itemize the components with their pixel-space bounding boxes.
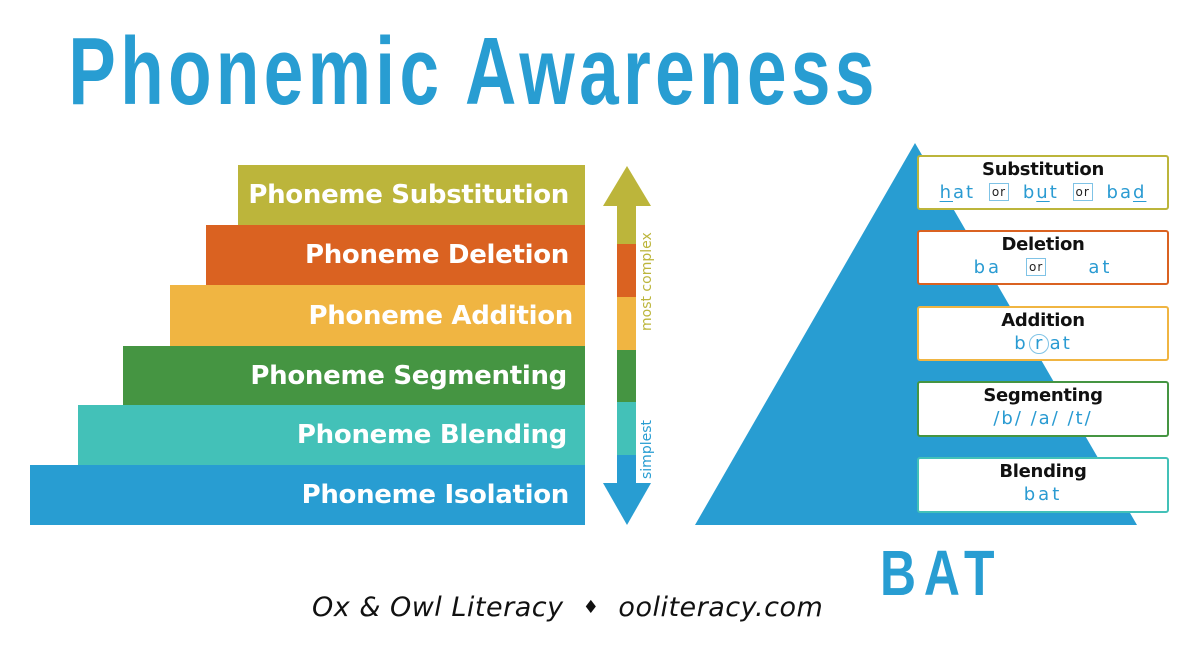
bar-label: Phoneme Addition [308,300,573,331]
substituted-letter: d [1132,182,1147,203]
arrow-down-head-icon [603,483,651,525]
website-link[interactable]: ooliteracy.com [618,592,824,623]
box-deletion: Deletion ba or at [917,230,1169,285]
substituted-letter: h [939,182,953,203]
bar-label: Phoneme Deletion [304,240,569,270]
brand-name: Ox & Owl Literacy [312,592,564,623]
arrow-segment-orange [617,244,636,297]
deletion-examples: ba or at [919,256,1167,280]
word-part: at [953,182,976,203]
word-part: at [1088,257,1113,278]
word-part: at [1049,333,1072,354]
segmenting-examples: /b/ /a/ /t/ [993,408,1093,429]
footer-credit: Ox & Owl Literacy ♦ ooliteracy.com [312,592,852,623]
arrow-segment-olive [617,205,636,244]
or-label: or [1072,183,1093,201]
box-segmenting: Segmenting /b/ /a/ /t/ [917,381,1169,437]
or-label: or [1026,258,1047,276]
arrow-segment-yellow [617,297,636,350]
box-title: Substitution [982,159,1104,180]
word-part: b [1014,333,1028,354]
diamond-separator-icon: ♦ [582,597,600,618]
box-title: Addition [1001,310,1085,331]
box-title: Blending [999,461,1087,482]
box-substitution: Substitution hat or but or bad [917,155,1169,210]
bar-label: Phoneme Isolation [301,480,570,510]
word-part: t [1049,182,1059,203]
box-blending: Blending bat [917,457,1169,513]
page-title: Phonemic Awareness [68,18,879,125]
substituted-letter: u [1036,182,1050,203]
word-part: b [1022,182,1037,203]
bar-label: Phoneme Blending [296,420,567,450]
word-part: ba [973,257,1003,278]
bar-phoneme-blending: Phoneme Blending [78,405,585,465]
target-word: BAT [880,537,1003,609]
word-part: ba [1106,182,1133,203]
arrow-segment-teal [617,402,636,455]
bar-phoneme-substitution: Phoneme Substitution [238,165,585,225]
bar-label: Phoneme Segmenting [250,360,567,391]
arrow-segment-green [617,350,636,402]
arrow-segment-blue [617,455,636,485]
blending-examples: bat [1023,484,1063,505]
bar-phoneme-addition: Phoneme Addition [170,285,585,346]
box-title: Deletion [1001,234,1085,255]
or-label: or [988,183,1010,201]
substitution-examples: hat or but or bad [919,181,1167,205]
arrow-up-head-icon [603,166,651,206]
bar-phoneme-deletion: Phoneme Deletion [206,225,585,285]
bar-phoneme-segmenting: Phoneme Segmenting [123,346,585,405]
added-letter: r [1028,334,1049,354]
bar-label: Phoneme Substitution [248,180,569,210]
box-title: Segmenting [983,385,1103,406]
bar-phoneme-isolation: Phoneme Isolation [30,465,585,525]
